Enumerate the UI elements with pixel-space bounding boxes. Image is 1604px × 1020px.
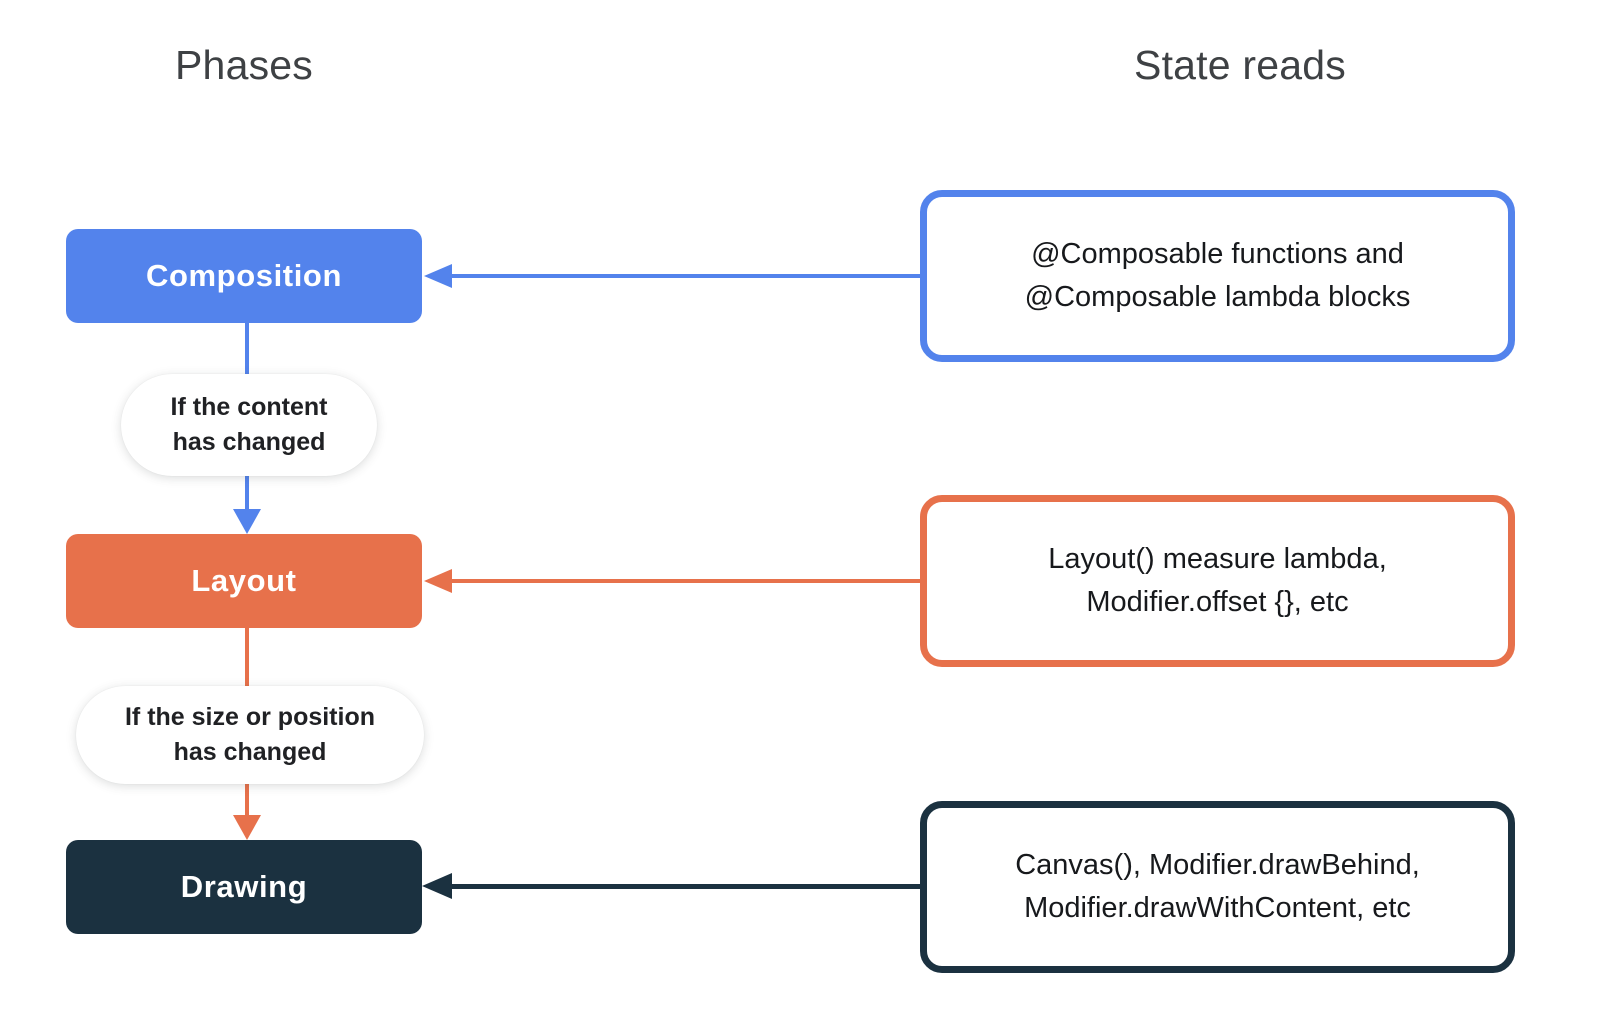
phase-box-layout: Layout bbox=[66, 534, 422, 628]
arrow-line-state-to-composition bbox=[448, 274, 920, 278]
phase-label: Layout bbox=[191, 563, 297, 598]
phase-label: Composition bbox=[145, 258, 343, 293]
arrowhead-down-icon bbox=[233, 815, 261, 840]
condition-label: If the size or position has changed bbox=[124, 702, 375, 767]
phases-heading: Phases bbox=[175, 42, 313, 88]
condition-pill-size-position-changed: If the size or position has changed bbox=[76, 686, 424, 784]
condition-pill-content-changed: If the content has changed bbox=[121, 374, 377, 476]
arrowhead-left-icon bbox=[424, 264, 452, 288]
state-read-text: @Composable functions and @Composable la… bbox=[1024, 238, 1411, 313]
arrowhead-down-icon bbox=[233, 509, 261, 534]
arrowhead-left-icon bbox=[424, 569, 452, 593]
arrowhead-left-icon bbox=[422, 873, 452, 899]
state-read-box-layout: Layout() measure lambda, Modifier.offset… bbox=[920, 495, 1515, 667]
state-read-text: Layout() measure lambda, Modifier.offset… bbox=[1048, 543, 1387, 618]
phase-box-composition: Composition bbox=[66, 229, 422, 323]
condition-label: If the content has changed bbox=[170, 392, 328, 457]
state-reads-heading: State reads bbox=[1134, 42, 1346, 88]
state-read-box-drawing: Canvas(), Modifier.drawBehind, Modifier.… bbox=[920, 801, 1515, 973]
state-read-text: Canvas(), Modifier.drawBehind, Modifier.… bbox=[1015, 849, 1420, 924]
arrow-line-state-to-layout bbox=[448, 579, 920, 583]
arrow-line-state-to-drawing bbox=[450, 884, 920, 889]
phase-box-drawing: Drawing bbox=[66, 840, 422, 934]
state-read-box-composition: @Composable functions and @Composable la… bbox=[920, 190, 1515, 362]
phase-label: Drawing bbox=[180, 869, 308, 904]
